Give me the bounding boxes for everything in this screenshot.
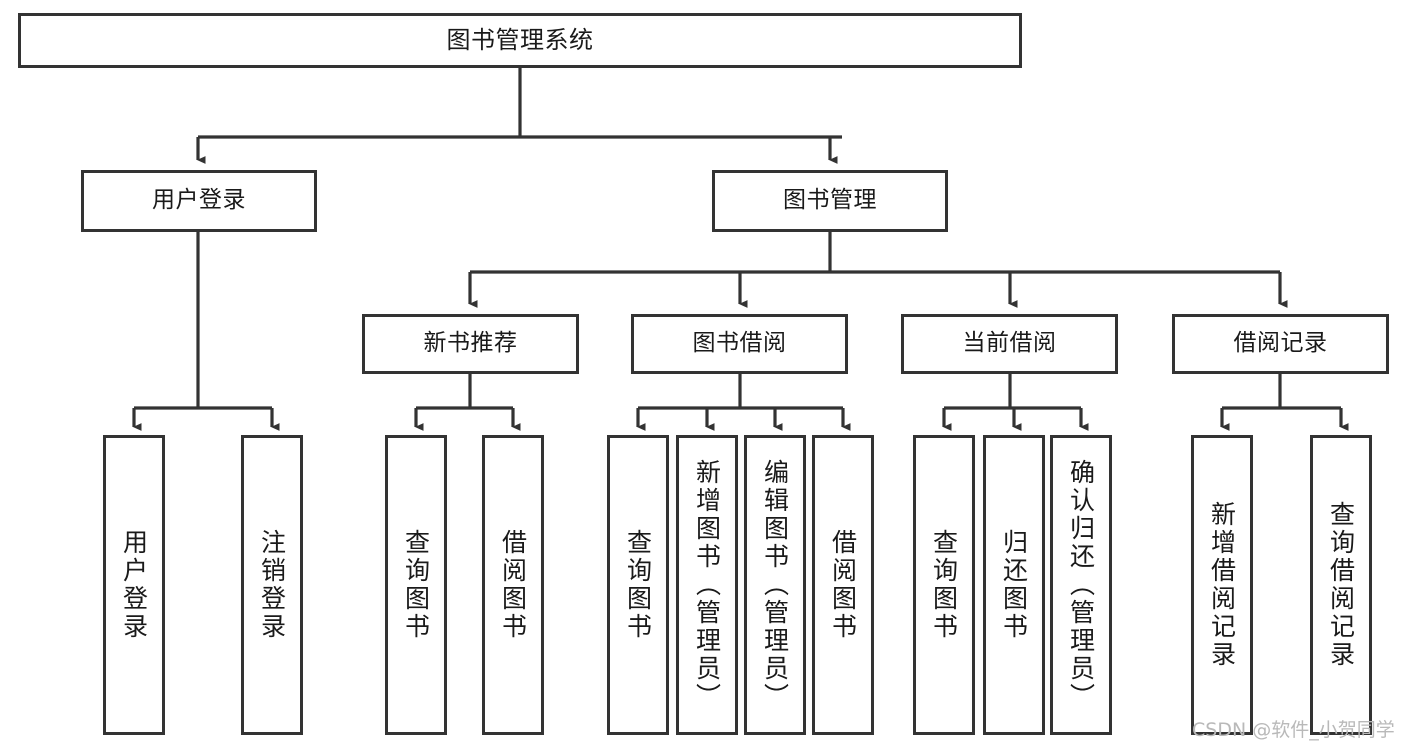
node-label: 查询借阅记录 — [1326, 501, 1356, 669]
leaf-logout-login[interactable]: 注销登录 — [241, 435, 303, 735]
node-label: 用户登录 — [152, 187, 246, 214]
leaf-query-borrow-record[interactable]: 查询借阅记录 — [1310, 435, 1372, 735]
leaf-query-book-borrow[interactable]: 查询图书 — [607, 435, 669, 735]
csdn-watermark: CSDN @软件_小贺同学 — [1192, 719, 1395, 741]
node-borrow-record[interactable]: 借阅记录 — [1172, 314, 1389, 374]
leaf-query-book-recommend[interactable]: 查询图书 — [385, 435, 447, 735]
node-label: 查询图书 — [929, 529, 959, 641]
node-user-login[interactable]: 用户登录 — [81, 170, 317, 232]
node-current-borrow[interactable]: 当前借阅 — [901, 314, 1118, 374]
leaf-query-book-current[interactable]: 查询图书 — [913, 435, 975, 735]
node-label: 图书管理 — [783, 187, 877, 214]
leaf-return-book[interactable]: 归还图书 — [983, 435, 1045, 735]
node-new-book-recommend[interactable]: 新书推荐 — [362, 314, 579, 374]
node-root-system[interactable]: 图书管理系统 — [18, 13, 1022, 68]
node-label: 查询图书 — [401, 529, 431, 641]
node-label: 注销登录 — [257, 529, 287, 641]
leaf-confirm-return-admin[interactable]: 确认归还（管理员） — [1050, 435, 1112, 735]
node-book-management[interactable]: 图书管理 — [712, 170, 948, 232]
node-label: 新书推荐 — [423, 330, 518, 357]
leaf-borrow-book[interactable]: 借阅图书 — [812, 435, 874, 735]
node-label: 图书管理系统 — [446, 26, 594, 55]
node-label: 新增借阅记录 — [1207, 501, 1237, 669]
node-label: 借阅记录 — [1233, 330, 1328, 357]
leaf-user-login[interactable]: 用户登录 — [103, 435, 165, 735]
node-label: 新增图书（管理员） — [692, 459, 722, 711]
leaf-borrow-book-recommend[interactable]: 借阅图书 — [482, 435, 544, 735]
node-label: 确认归还（管理员） — [1066, 459, 1096, 711]
node-label: 用户登录 — [119, 529, 149, 641]
node-label: 借阅图书 — [828, 529, 858, 641]
leaf-add-book-admin[interactable]: 新增图书（管理员） — [676, 435, 738, 735]
node-label: 借阅图书 — [498, 529, 528, 641]
node-label: 编辑图书（管理员） — [760, 459, 790, 711]
leaf-edit-book-admin[interactable]: 编辑图书（管理员） — [744, 435, 806, 735]
leaf-add-borrow-record[interactable]: 新增借阅记录 — [1191, 435, 1253, 735]
node-label: 查询图书 — [623, 529, 653, 641]
node-book-borrow[interactable]: 图书借阅 — [631, 314, 848, 374]
node-label: 归还图书 — [999, 529, 1029, 641]
node-label: 图书借阅 — [692, 330, 787, 357]
node-label: 当前借阅 — [962, 330, 1057, 357]
